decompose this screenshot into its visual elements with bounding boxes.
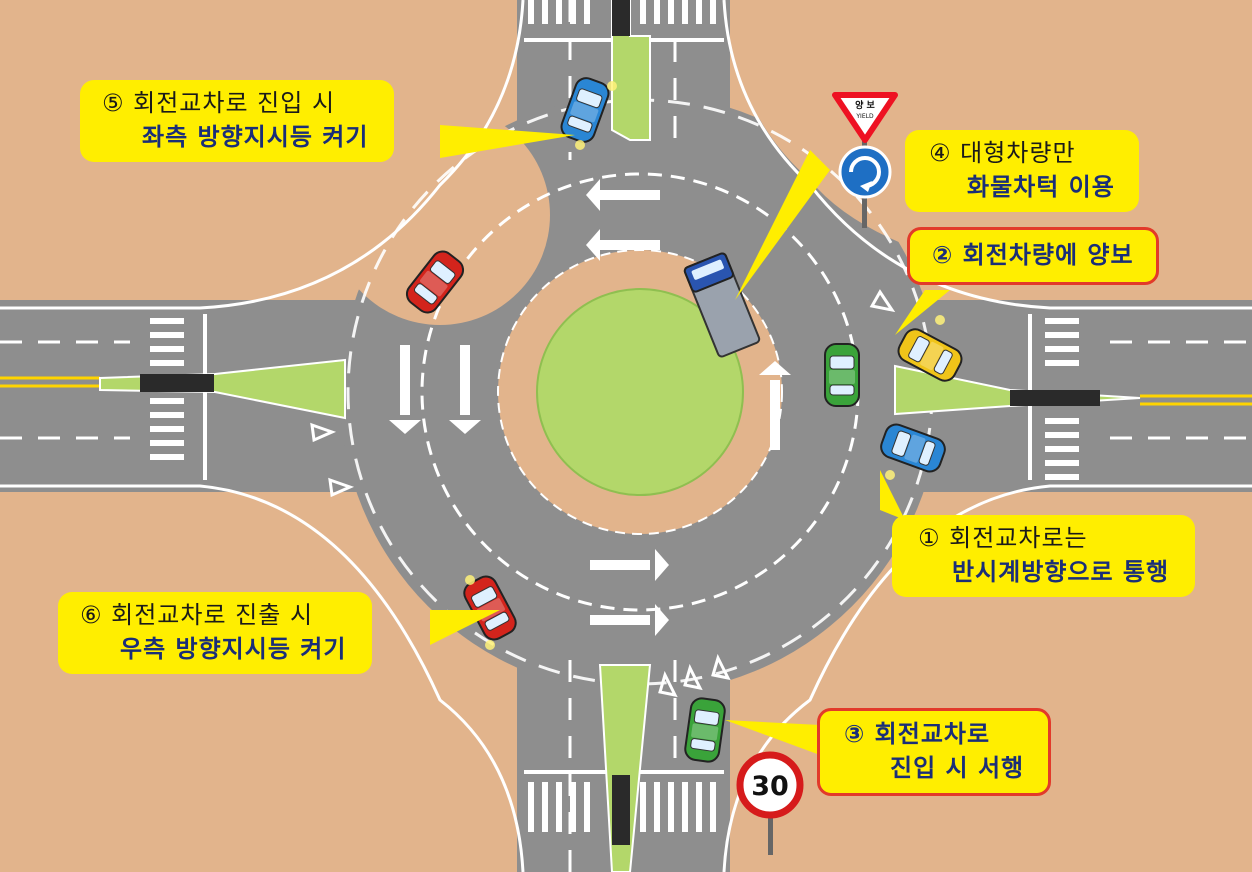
callout-yield-to-circulating-line1: ② 회전차량에 양보 (932, 241, 1134, 269)
callout-enter-left-signal-line1: ⑤ 회전교차로 진입 시 (102, 89, 336, 117)
callout-exit-right-signal-line1: ⑥ 회전교차로 진출 시 (80, 601, 314, 629)
callout-slow-down-line2: 진입 시 서행 (890, 754, 1025, 782)
yield-sign: 양 보 YIELD (832, 92, 898, 228)
arrow-down-left (389, 345, 421, 434)
callout-counterclockwise-line2: 반시계방향으로 통행 (952, 558, 1170, 586)
crosswalks (150, 0, 1079, 832)
callout-slow-down-line1: ③ 회전교차로 (844, 720, 991, 748)
arrow-east-lower (590, 604, 669, 636)
callout-exit-right-signal: ⑥ 회전교차로 진출 시 우측 방향지시등 켜기 (58, 592, 373, 674)
crosswalk-east (1045, 318, 1079, 480)
roundabout-sign (838, 145, 892, 199)
arrow-up-right (759, 361, 791, 450)
direction-arrows (389, 179, 791, 636)
arrow-down-right (449, 345, 481, 434)
splitter-islands (99, 0, 1141, 872)
callout-truck-apron: ④ 대형차량만 화물차턱 이용 (905, 130, 1139, 212)
callout-exit-right-signal-line2: 우측 방향지시등 켜기 (120, 635, 347, 663)
callout-yield-to-circulating: ② 회전차량에 양보 (907, 227, 1159, 285)
speed-limit-value: 30 (751, 771, 789, 802)
roundabout-sign-icon (849, 156, 881, 188)
callout-tails (430, 125, 950, 755)
blue-truck (683, 252, 761, 358)
callout-counterclockwise: ① 회전교차로는 반시계방향으로 통행 (892, 515, 1196, 597)
central-island (536, 288, 744, 496)
arrow-west-south (586, 229, 660, 261)
green-car-east (824, 343, 860, 407)
crosswalk-north (528, 0, 716, 24)
crosswalk-west (150, 318, 184, 460)
callout-enter-left-signal-line2: 좌측 방향지시등 켜기 (142, 123, 369, 151)
callout-truck-apron-line2: 화물차턱 이용 (967, 173, 1115, 201)
callout-slow-down: ③ 회전교차로 진입 시 서행 (817, 708, 1052, 796)
callout-enter-left-signal: ⑤ 회전교차로 진입 시 좌측 방향지시등 켜기 (80, 80, 395, 162)
crosswalk-south (528, 782, 716, 832)
yield-markings (310, 289, 896, 698)
yield-sign-top-text: 양 보 (855, 99, 875, 111)
callout-truck-apron-line1: ④ 대형차량만 (929, 139, 1076, 167)
vehicles (401, 74, 967, 765)
yield-sign-bottom-text: YIELD (855, 113, 874, 120)
centerlines (0, 376, 1252, 406)
turn-signal-glows (465, 81, 945, 650)
speed-limit-sign: 30 (736, 751, 804, 855)
callout-counterclockwise-line1: ① 회전교차로는 (918, 524, 1088, 552)
arrow-east-upper (590, 549, 669, 581)
arrow-west-north (586, 179, 660, 211)
green-car-south (682, 695, 728, 765)
